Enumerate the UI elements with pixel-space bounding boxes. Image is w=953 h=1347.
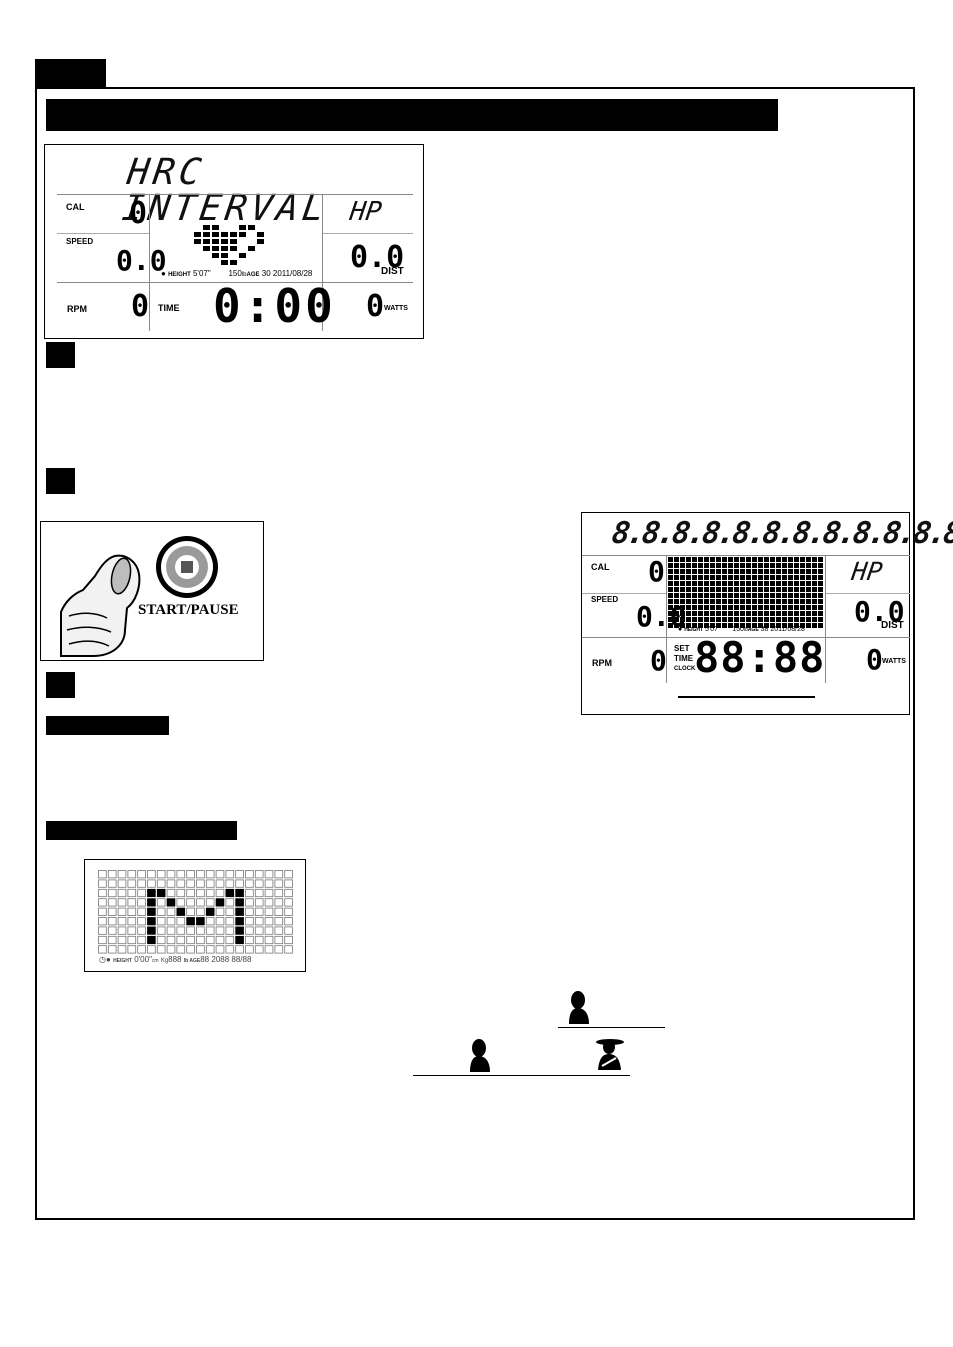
speed-label-2: SPEED — [591, 595, 619, 604]
underline-2 — [413, 1075, 630, 1076]
rpm-label: RPM — [67, 304, 87, 314]
rpm-value: 0 — [131, 289, 152, 324]
clock-icon: ◷ — [99, 955, 106, 964]
content-frame — [35, 87, 915, 1220]
dot-matrix-m — [98, 870, 293, 954]
finger-pressing-icon — [60, 554, 141, 657]
male-user-icon-2 — [470, 1039, 490, 1072]
cal-value: 0 — [129, 196, 150, 231]
section-title-bar — [46, 99, 778, 131]
underline-1 — [558, 1027, 665, 1028]
cal-label-2: CAL — [591, 562, 610, 572]
time-label-2: TIME — [674, 654, 694, 663]
heart-icon — [193, 225, 269, 290]
dist-label: DIST — [381, 266, 404, 277]
speed-value: 0.0 — [116, 244, 167, 277]
dist-value-2: 0.0 — [854, 595, 905, 628]
person-icon-2: ● — [678, 626, 683, 633]
display-title: HRC INTERVAL — [119, 152, 331, 229]
speed-label: SPEED — [66, 237, 94, 246]
header-tab — [35, 59, 106, 87]
time-value-2: 88:88 — [694, 633, 826, 682]
step-marker-3 — [46, 672, 75, 698]
subheading-bar-1 — [46, 716, 169, 735]
dist-value: 0.0 — [350, 240, 405, 275]
console-display-all-segments: 8.8.8.8.8.8.8.8.8.8.8.8.8.8.8.8 CAL 0 SP… — [581, 512, 953, 715]
cal-value-2: 0 — [648, 555, 667, 588]
set-label: SET — [674, 644, 690, 653]
female-user-icon — [596, 1039, 624, 1070]
clock-label: CLOCK — [674, 666, 696, 672]
profile-info-line-2: ● HEIGHT 5'07" 150lbAGE 38 2011/08/28 — [678, 626, 805, 633]
start-pause-label: START/PAUSE — [138, 602, 239, 618]
person-icon: ● — [161, 269, 166, 278]
matrix-info-line: ◷● HEIGHT 0'00"cm Kg888 lb AGE88 2088 88… — [99, 955, 252, 965]
step-marker-2 — [46, 468, 75, 494]
time-label: TIME — [158, 303, 180, 313]
display-underline — [678, 696, 815, 698]
hp-value-2: HP — [849, 557, 885, 586]
rpm-label-2: RPM — [592, 658, 612, 668]
step-marker-1 — [46, 342, 75, 368]
hp-value: HP — [347, 197, 384, 227]
watts-value-2: 0 — [866, 643, 885, 676]
watts-label-2: WATTS — [882, 658, 906, 665]
watts-value: 0 — [366, 289, 387, 324]
time-value: 0:00 — [213, 279, 336, 333]
stop-button-icon — [156, 536, 218, 598]
profile-info-line: ● HEIGHT 5'07" 150lbAGE 30 2011/08/28 — [161, 269, 313, 279]
subheading-bar-2 — [46, 821, 237, 840]
dist-label-2: DIST — [881, 620, 904, 631]
person-icon-3: ● — [105, 955, 111, 964]
display-title-segments: 8.8.8.8.8.8.8.8.8.8.8.8.8.8.8.8 — [609, 516, 953, 551]
male-user-icon — [569, 991, 589, 1024]
cal-label: CAL — [66, 202, 85, 212]
watts-label: WATTS — [384, 305, 408, 312]
dot-matrix-full — [668, 557, 823, 628]
dot-matrix-panel-m: ◷● HEIGHT 0'00"cm Kg888 lb AGE88 2088 88… — [84, 859, 306, 972]
rpm-value-2: 0 — [650, 644, 669, 677]
console-display-hrc-interval: HRC INTERVAL CAL 0 SPEED 0.0 RPM 0 ● HEI… — [44, 144, 424, 339]
start-pause-illustration: START/PAUSE — [40, 521, 264, 661]
